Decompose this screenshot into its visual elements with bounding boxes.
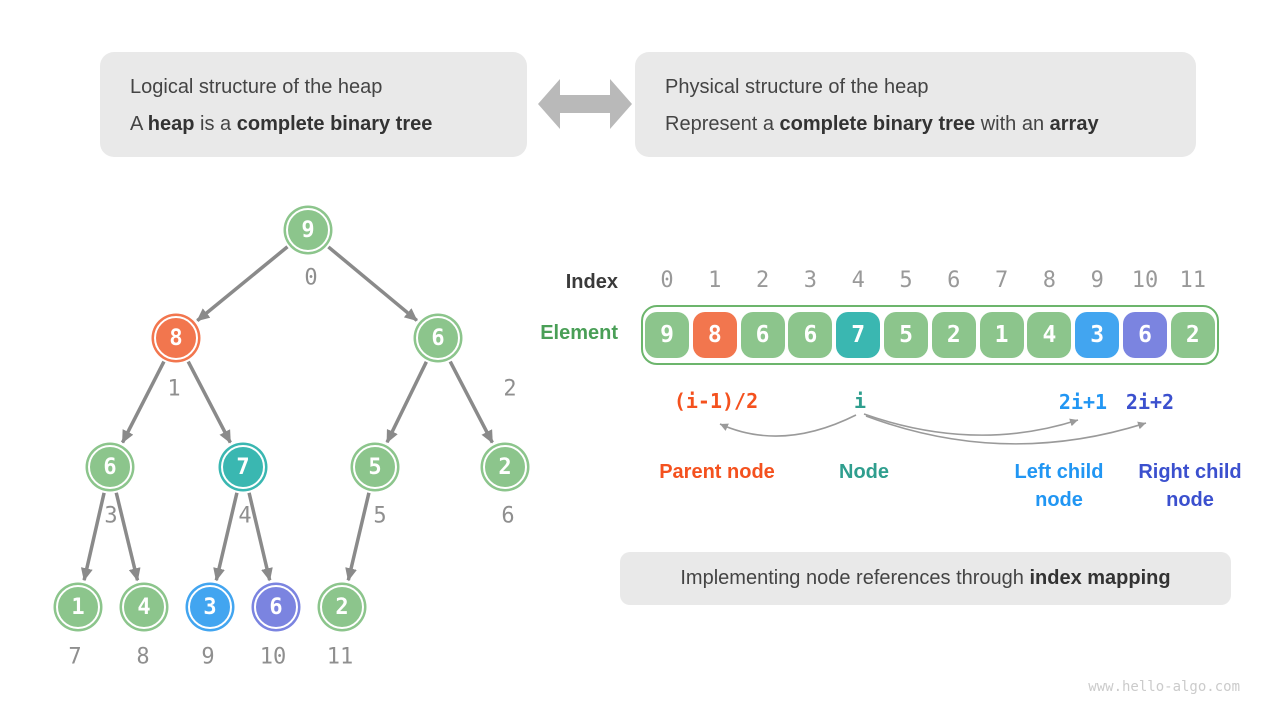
tree-index-label: 3 [104, 503, 118, 529]
bold-text: array [1049, 113, 1099, 135]
legend-item: Parent node [659, 461, 775, 483]
tree-index-label: 2 [503, 376, 517, 402]
physical-structure-line2: Represent a complete binary tree with an… [635, 106, 1196, 143]
tree-edge [385, 361, 428, 444]
array-cell: 6 [740, 312, 785, 358]
tree-index-label: 7 [68, 644, 82, 670]
tree-edge [186, 360, 232, 444]
array-index-label: 6 [947, 268, 961, 293]
tree-index-label: 4 [238, 503, 252, 529]
array-cell: 3 [1075, 312, 1120, 358]
array-element-row-label: Element [540, 322, 618, 344]
mapping-arrow [719, 414, 857, 437]
array-index-label: 3 [803, 268, 818, 293]
array-cell: 6 [788, 312, 833, 358]
array-cell: 9 [645, 312, 689, 358]
legend-item: Right child node [1138, 461, 1242, 511]
index-mapping-note: Implementing node references through ind… [620, 552, 1231, 605]
tree-edge [327, 245, 418, 322]
tree-index-label: 8 [136, 644, 150, 670]
tree-edge [114, 492, 141, 582]
tree-node: 8 [154, 316, 198, 360]
array-cell: 1 [979, 312, 1024, 358]
bold-text: complete binary tree [779, 113, 976, 135]
bold-text: index mapping [1029, 567, 1171, 589]
array-cell: 5 [884, 312, 928, 358]
double-arrow-icon [538, 79, 632, 129]
tree-index-label: 0 [304, 265, 318, 291]
array-cell: 4 [1027, 312, 1072, 358]
array-cell: 6 [1123, 312, 1167, 358]
bold-text: complete binary tree [236, 113, 433, 135]
tree-node: 9 [286, 208, 330, 252]
tree-index-label: 9 [201, 644, 215, 670]
array-cell: 8 [692, 312, 737, 358]
tree-edge [80, 492, 106, 582]
tree-node: 1 [56, 585, 100, 629]
text: with an [975, 113, 1050, 135]
array-cell: 7 [836, 312, 881, 358]
index-formula: 2i+1 [1058, 390, 1108, 414]
tree-edge [120, 360, 166, 444]
array-index-row-label: Index [565, 271, 618, 293]
logical-structure-line2: A heap is a complete binary tree [100, 106, 527, 143]
tree-index-label: 5 [373, 503, 387, 529]
text: A [130, 113, 148, 135]
index-mapping-arrows [719, 413, 1147, 445]
tree-index-label: 1 [167, 376, 181, 402]
tree-node: 5 [353, 445, 397, 489]
text: Represent a [665, 113, 780, 135]
mapping-arrow [863, 413, 1079, 436]
tree-node: 6 [416, 316, 460, 360]
array-index-label: 11 [1179, 268, 1207, 293]
watermark: www.hello-algo.com [1088, 679, 1240, 695]
array-index-label: 5 [899, 268, 913, 293]
tree-edge [213, 492, 239, 582]
logical-structure-box: Logical structure of the heap A heap is … [100, 52, 527, 157]
array-index-label: 4 [851, 268, 865, 293]
array-frame [641, 305, 1219, 365]
array-index-label: 9 [1090, 268, 1104, 293]
index-formula: (i-1)/2 [673, 389, 759, 413]
array-index-label: 0 [660, 268, 674, 293]
text: Implementing node references through [680, 567, 1030, 589]
physical-structure-box: Physical structure of the heap Represent… [635, 52, 1196, 157]
tree-node: 2 [483, 445, 527, 489]
tree-edge [196, 245, 289, 322]
tree-node: 7 [221, 445, 265, 489]
array-index-label: 7 [994, 268, 1009, 293]
index-formula: 2i+2 [1125, 390, 1175, 414]
bold-text: heap [147, 113, 195, 135]
tree-node: 6 [88, 445, 132, 489]
legend-item: Node [839, 461, 889, 483]
tree-index-label: 11 [326, 644, 354, 670]
logical-structure-line1: Logical structure of the heap [130, 76, 383, 98]
tree-index-label: 6 [501, 503, 515, 529]
legend-item: Left child node [1014, 461, 1104, 511]
tree-node: 3 [188, 585, 232, 629]
tree-edges [80, 245, 494, 582]
array-index-label: 8 [1042, 268, 1057, 293]
tree-node: 4 [122, 585, 166, 629]
tree-index-label: 10 [259, 644, 287, 670]
tree-edge [345, 492, 371, 582]
tree-node: 2 [320, 585, 364, 629]
array-cell: 2 [1170, 312, 1215, 358]
mapping-arrow [865, 415, 1147, 445]
array-index-label: 10 [1131, 268, 1159, 293]
tree-node: 6 [254, 585, 298, 629]
tree-edge [247, 492, 273, 582]
array-index-label: 1 [708, 268, 722, 293]
tree-edge [448, 360, 494, 444]
physical-structure-line1: Physical structure of the heap [665, 76, 929, 98]
array-index-label: 2 [755, 268, 770, 293]
array-cell: 2 [931, 312, 976, 358]
index-formula: i [853, 389, 867, 413]
text: is a [194, 113, 237, 135]
